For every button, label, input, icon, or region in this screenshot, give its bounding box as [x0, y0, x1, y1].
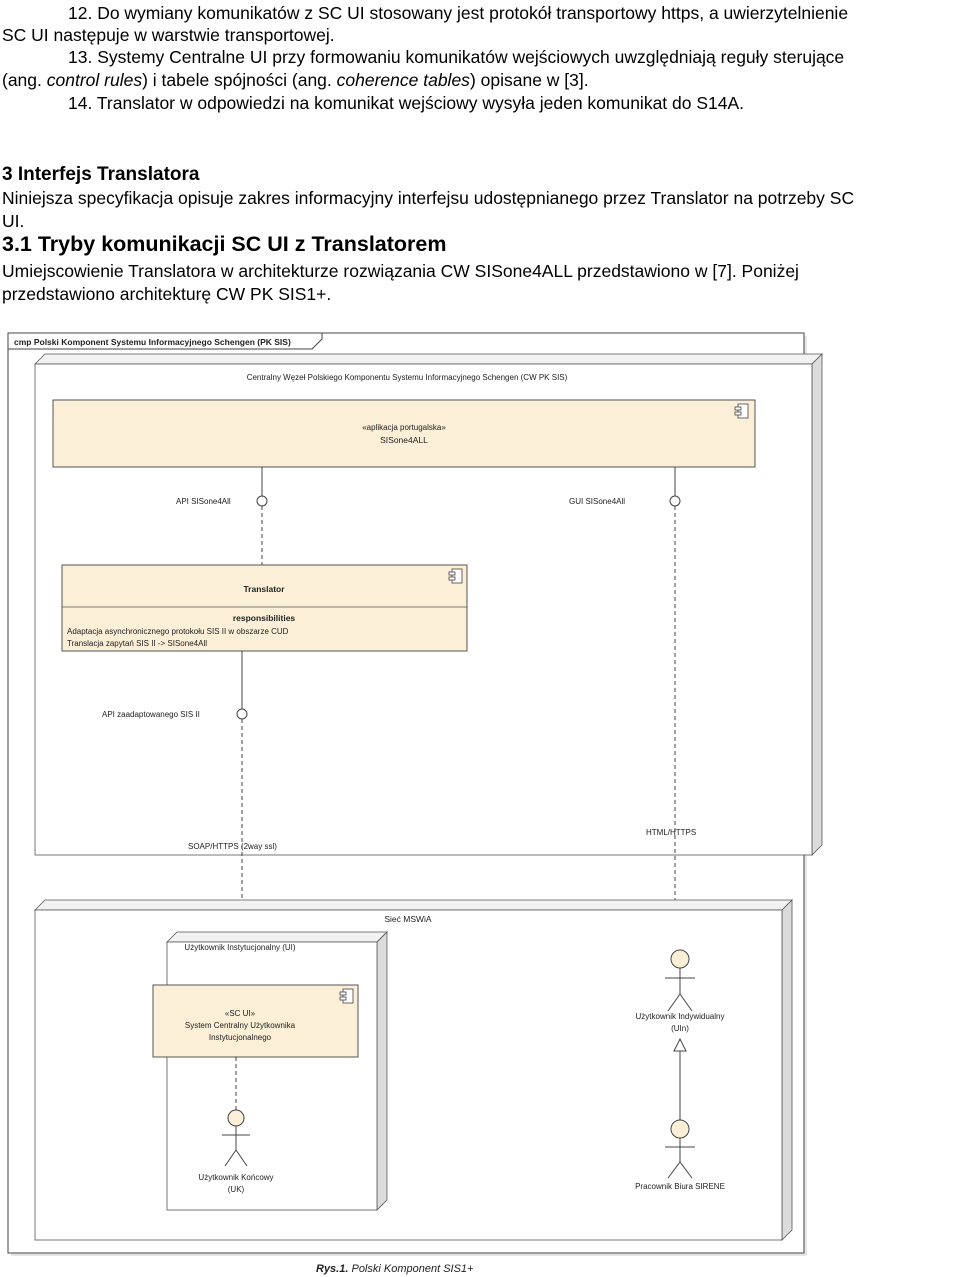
uk-label-line-2: (UK)	[228, 1185, 245, 1194]
siec-mswia-label: Sieć MSWiA	[384, 914, 432, 924]
api-sis2-interface	[236, 708, 248, 720]
component-icon	[339, 988, 354, 1004]
section-3-1-para-line-1: Umiejscowienie Translatora w architektur…	[2, 261, 799, 281]
gui-sisone-interface	[669, 495, 681, 507]
uin-label-line-1: Użytkownik Indywidualny	[636, 1012, 725, 1021]
responsibility-1: Adaptacja asynchronicznego protokołu SIS…	[67, 627, 289, 636]
frame-title: cmp Polski Komponent Systemu Informacyjn…	[14, 337, 291, 347]
scui-stereotype: «SC UI»	[225, 1009, 256, 1018]
item-13-text-c: ) i tabele spójności (ang.	[142, 70, 337, 90]
siec-node-side	[781, 899, 793, 1241]
item-13-line-2: (ang. control rules) i tabele spójności …	[2, 69, 589, 91]
frame-title-tab	[8, 333, 323, 350]
central-node-side	[811, 353, 823, 856]
item-13-text-a: (ang.	[2, 70, 47, 90]
ui-node	[166, 941, 378, 1211]
scui-name-line-1: System Centralny Użytkownika	[185, 1021, 296, 1030]
generalization-arrow	[673, 1037, 687, 1052]
gui-sisone-label: GUI SISone4All	[569, 497, 625, 506]
soap-label: SOAP/HTTPS (2way ssl)	[188, 842, 277, 851]
scui-component	[152, 984, 359, 1058]
api-sisone-label: API SISone4All	[176, 497, 231, 506]
central-node-top	[34, 353, 823, 365]
item-14: 14. Translator w odpowiedzi na komunikat…	[68, 93, 745, 113]
translator-title: Translator	[243, 584, 285, 594]
siec-node-top	[34, 899, 793, 911]
actor-uin-icon	[665, 949, 695, 1012]
uin-label-line-2: (UIn)	[671, 1024, 689, 1033]
actor-uk-icon	[222, 1109, 250, 1167]
sirene-label: Pracownik Biura SIRENE	[635, 1182, 725, 1191]
figure-title: Polski Komponent SIS1+	[348, 1263, 474, 1275]
item-13-line-1: 13. Systemy Centralne UI przy formowaniu…	[68, 47, 845, 67]
actor-sirene-icon	[665, 1119, 695, 1179]
siec-mswia-node	[34, 909, 783, 1241]
sisone4all-stereotype: «aplikacja portugalska»	[362, 423, 446, 432]
component-icon	[734, 403, 749, 419]
central-node-label: Centralny Węzeł Polskiego Komponentu Sys…	[247, 373, 568, 382]
item-12-line-1: 12. Do wymiany komunikatów z SC UI stoso…	[68, 3, 849, 23]
responsibilities-label: responsibilities	[233, 613, 296, 623]
item-12-line-2: SC UI następuje w warstwie transportowej…	[2, 25, 335, 45]
figure-caption: Rys.1. Polski Komponent SIS1+	[316, 1263, 474, 1275]
responsibility-2: Translacja zapytań SIS II -> SISone4All	[67, 639, 207, 648]
section-3-heading: 3 Interfejs Translatora	[2, 164, 200, 185]
api-sis2-label: API zaadaptowanego SIS II	[102, 710, 200, 719]
section-3-para-line-1: Niniejsza specyfikacja opisuje zakres in…	[2, 188, 855, 208]
figure-number: Rys.1.	[316, 1263, 348, 1275]
ui-node-top	[166, 931, 388, 943]
translator-component	[61, 564, 468, 652]
item-13-text-e: ) opisane w [3].	[469, 70, 589, 90]
item-13-term-coherence-tables: coherence tables	[336, 70, 470, 90]
api-sisone-interface	[256, 495, 268, 507]
component-icon	[448, 568, 463, 584]
ui-node-side	[376, 931, 388, 1211]
sisone4all-name: SISone4ALL	[380, 435, 428, 445]
section-3-1-heading: 3.1 Tryby komunikacji SC UI z Translator…	[2, 232, 447, 256]
section-3-1-para-line-2: przedstawiono architekturę CW PK SIS1+.	[2, 284, 332, 304]
html-https-label: HTML/HTTPS	[646, 828, 696, 837]
uk-label-line-1: Użytkownik Końcowy	[198, 1173, 273, 1182]
item-13-term-control-rules: control rules	[46, 70, 143, 90]
scui-name-line-2: Instytucjonalnego	[209, 1033, 272, 1042]
sisone4all-component	[52, 399, 756, 468]
ui-node-label: Użytkownik Instytucjonalny (UI)	[184, 943, 295, 952]
section-3-para-line-2: UI.	[2, 211, 25, 231]
